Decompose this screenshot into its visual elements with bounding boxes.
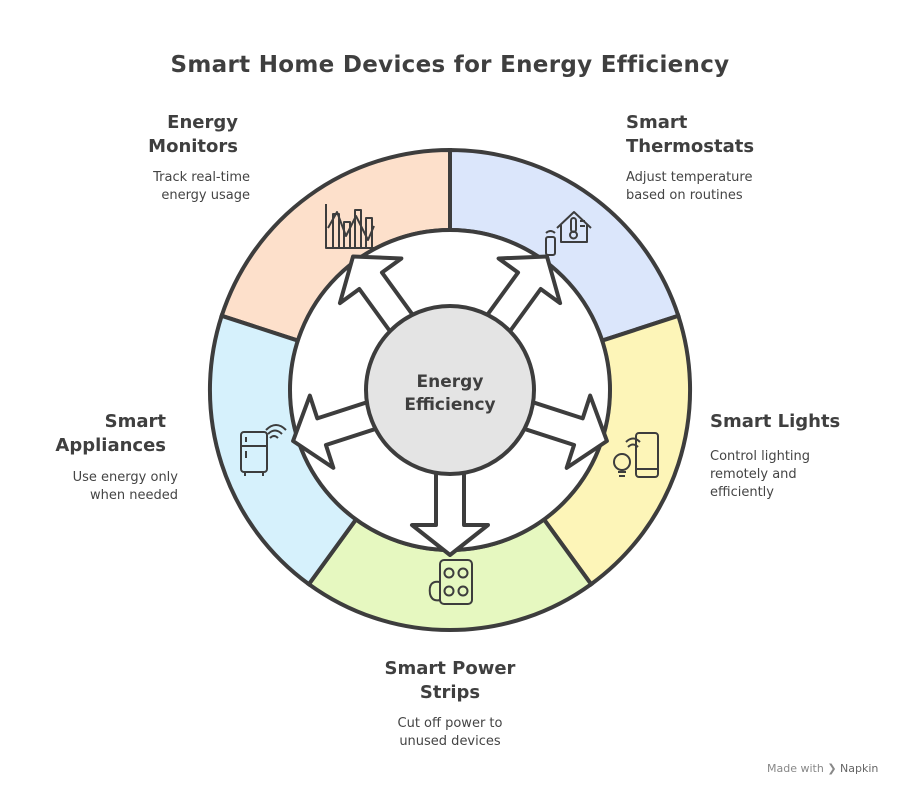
arrow-smart-lights	[517, 393, 609, 470]
desc-energy-monitors: Track real-time energy usage	[153, 169, 250, 205]
smart-lights-desc-line2: remotely and	[710, 467, 797, 482]
smart-power-strips-title-line1: Smart Power	[384, 658, 516, 679]
smart-thermostats-title-line2: Thermostats	[626, 136, 755, 157]
energy-monitors-desc-line1: Track real-time	[153, 170, 250, 185]
smart-thermostats-title-line1: Smart	[626, 112, 688, 133]
arrow-energy-monitors	[337, 254, 418, 338]
smart-lights-desc-line1: Control lighting	[710, 449, 811, 464]
smart-power-strips-title-line2: Strips	[419, 682, 481, 703]
energy-monitors-title-line1: Energy	[167, 112, 238, 133]
label-smart-lights: Smart Lights	[710, 410, 840, 434]
smart-power-strips-desc-line1: Cut off power to	[397, 716, 503, 731]
arrow-smart-thermostats	[482, 254, 563, 338]
smart-thermostats-desc-line1: Adjust temperature	[626, 170, 753, 185]
smart-lights-desc-line3: efficiently	[710, 485, 774, 500]
arrow-smart-power-strips	[410, 466, 490, 557]
label-smart-power-strips: Smart Power Strips	[348, 657, 552, 705]
label-energy-monitors: Energy Monitors	[148, 111, 238, 159]
footer-brand: Napkin	[840, 762, 879, 775]
smart-thermostats-desc-line2: based on routines	[626, 188, 743, 203]
center-label-line2: Efficiency	[404, 395, 495, 415]
smart-appliances-title-line1: Smart	[104, 411, 166, 432]
energy-monitors-desc-line2: energy usage	[161, 188, 250, 203]
power-outlet-icon	[428, 559, 473, 605]
energy-monitors-title-line2: Monitors	[148, 136, 238, 157]
center-label-line1: Energy	[417, 372, 484, 392]
center-circle	[364, 304, 536, 476]
smart-appliances-desc-line2: when needed	[90, 488, 178, 503]
label-smart-appliances: Smart Appliances	[55, 410, 166, 458]
smart-home-thermometer-icon	[545, 211, 592, 256]
napkin-logo-icon: ❯	[827, 762, 837, 775]
desc-smart-thermostats: Adjust temperature based on routines	[626, 169, 752, 205]
desc-smart-lights: Control lighting remotely and efficientl…	[710, 448, 810, 502]
bulb-phone-icon	[613, 432, 659, 478]
footer-made-with: Made with	[767, 762, 824, 775]
arrow-smart-appliances	[291, 393, 383, 470]
smart-power-strips-desc-line2: unused devices	[399, 734, 501, 749]
chart-icon	[325, 204, 375, 249]
smart-fridge-icon	[240, 424, 287, 476]
desc-smart-appliances: Use energy only when needed	[73, 469, 178, 505]
footer-attribution: Made with ❯ Napkin	[767, 762, 878, 775]
smart-appliances-title-line2: Appliances	[55, 435, 166, 456]
label-smart-thermostats: Smart Thermostats	[626, 111, 754, 159]
arrows	[291, 254, 609, 557]
smart-lights-title-line1: Smart Lights	[710, 411, 841, 432]
diagram-title: Smart Home Devices for Energy Efficiency	[170, 52, 730, 78]
smart-appliances-desc-line1: Use energy only	[72, 470, 178, 485]
desc-smart-power-strips: Cut off power to unused devices	[348, 715, 552, 751]
